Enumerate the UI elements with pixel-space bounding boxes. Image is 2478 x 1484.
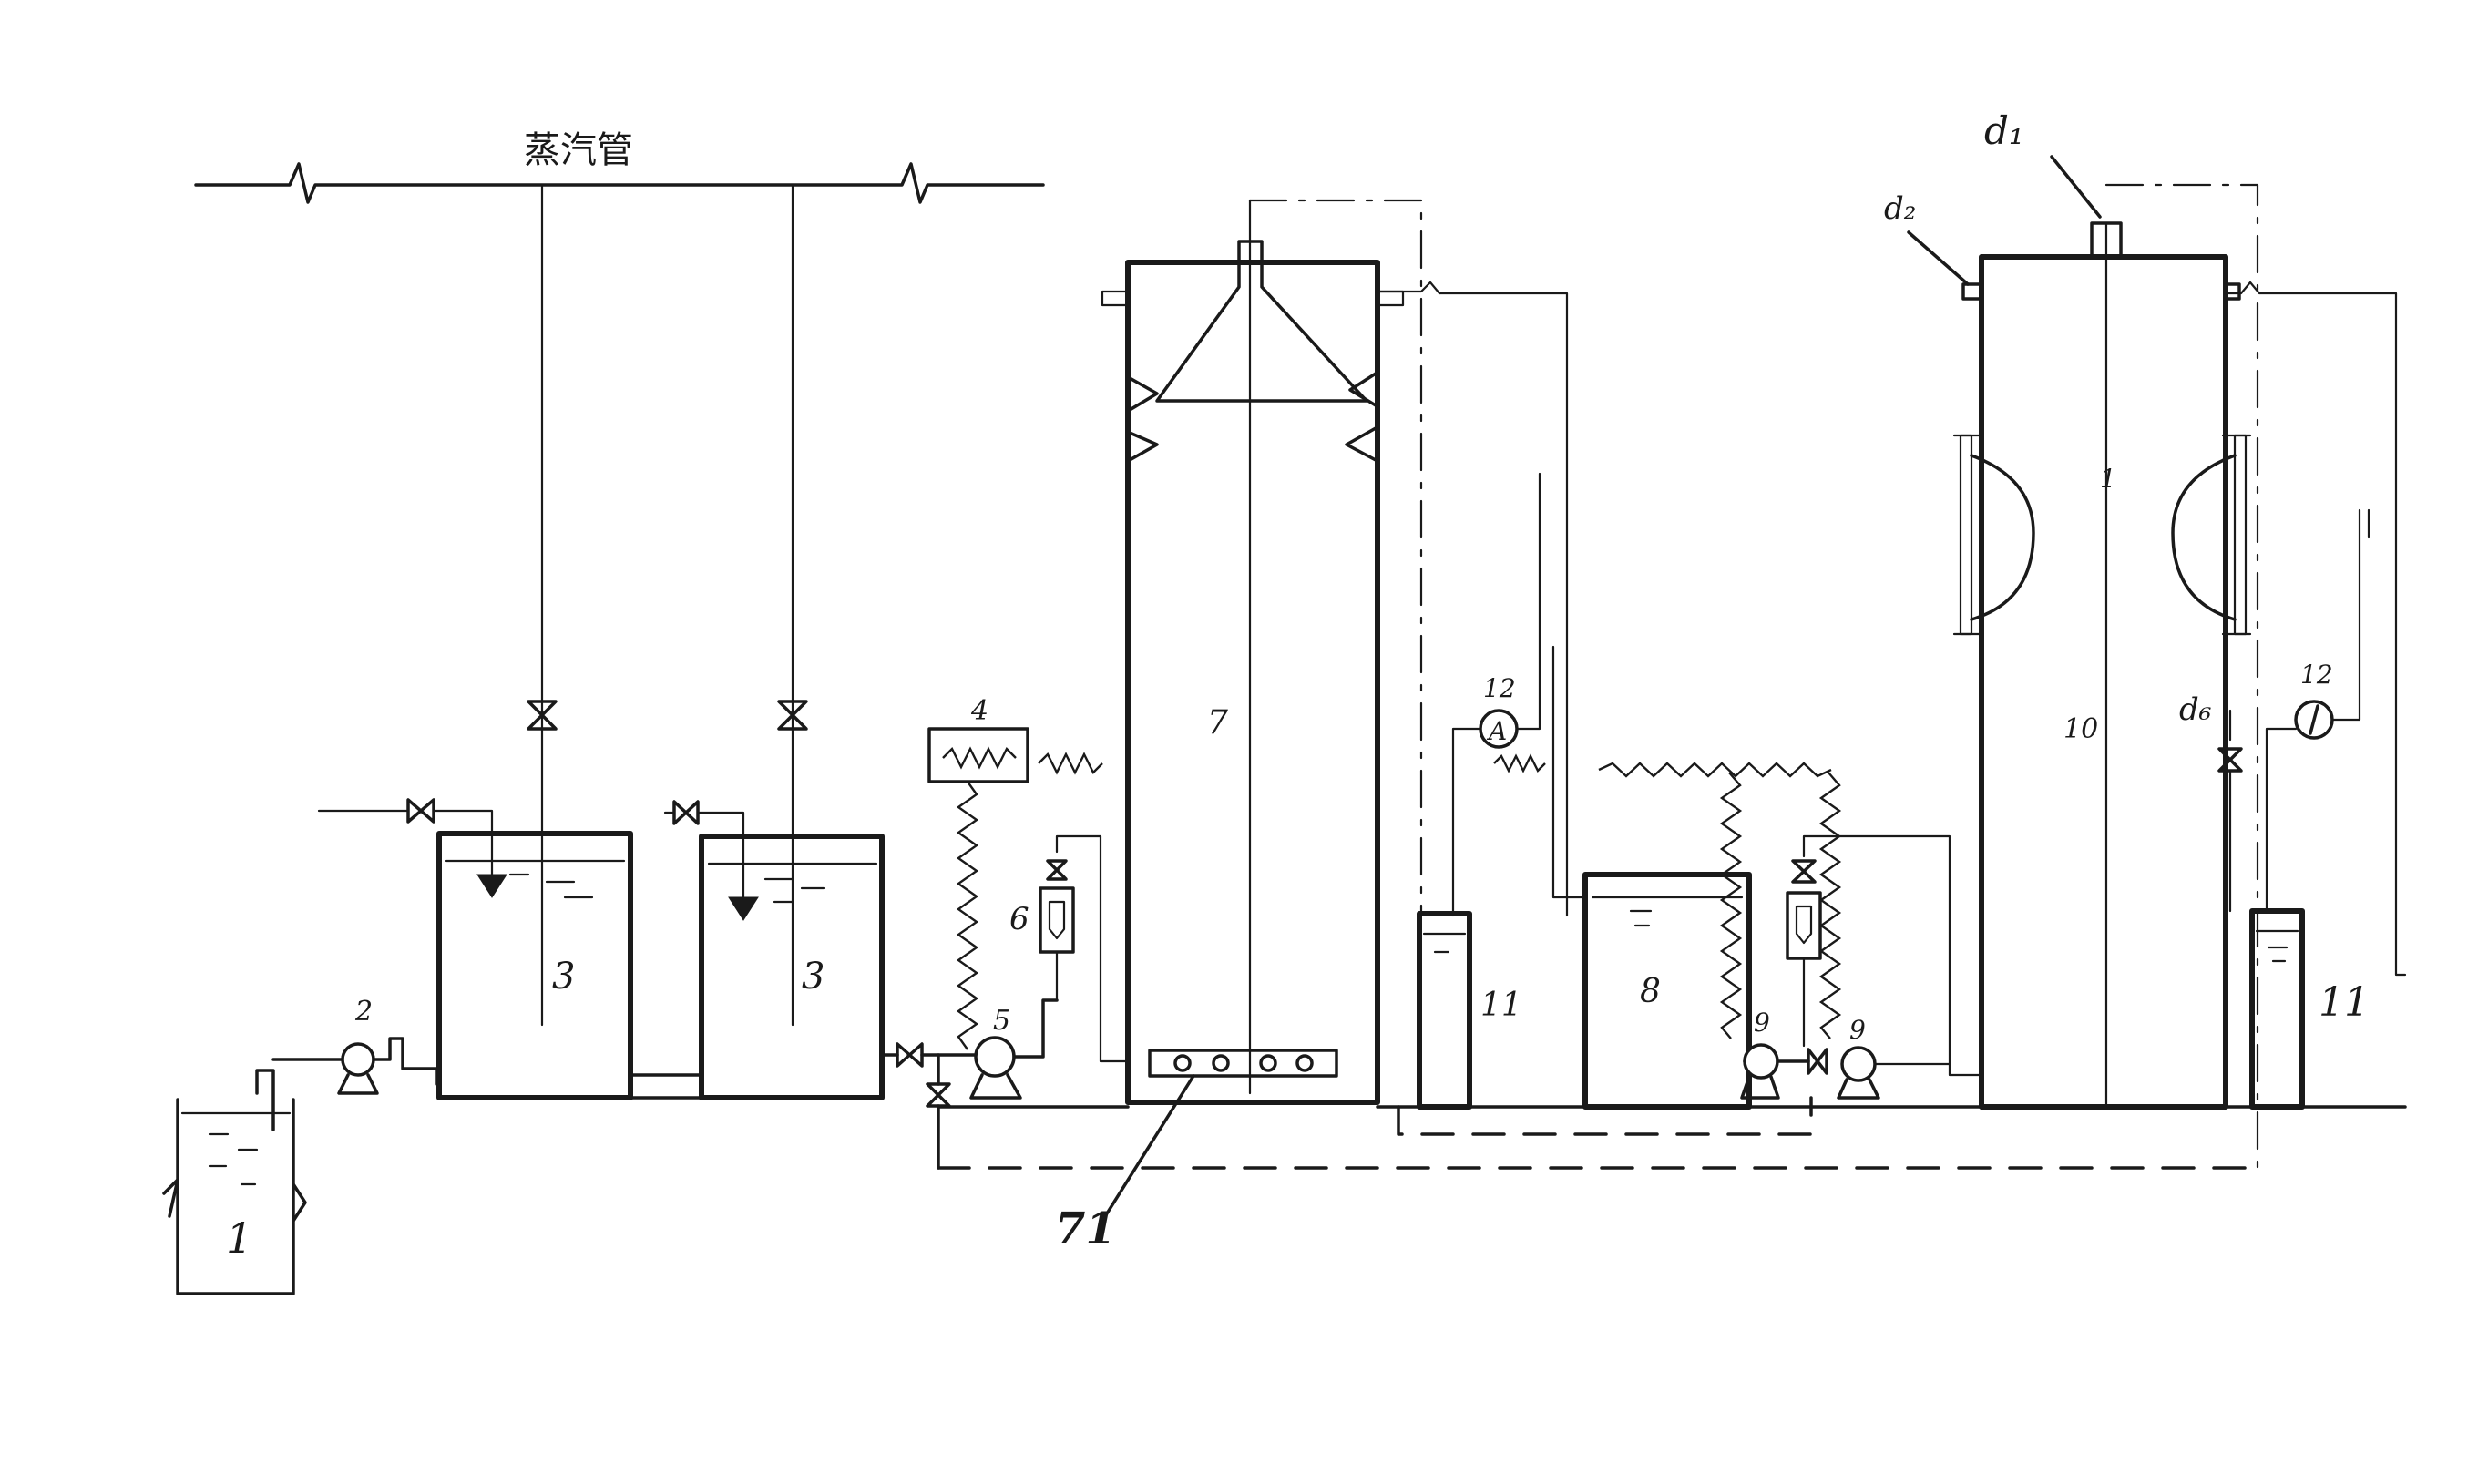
connector-a-b	[629, 1073, 703, 1100]
label-reactor-b-top: 1	[2100, 464, 2116, 494]
steam-pipe-label: 蒸汽管	[524, 129, 633, 171]
dashed-return-lines	[937, 1096, 2259, 1170]
collector-b: 11	[2249, 908, 2370, 1110]
transfer-pumps: 9 9	[1740, 1008, 1983, 1100]
collector-a-to-tank-8-line	[1551, 645, 1587, 899]
label-collector-b: 11	[2319, 979, 2370, 1026]
label-flowmeter: 6	[1009, 901, 1029, 937]
flowmeter: 6	[1009, 834, 1130, 1063]
label-port-side: d₂	[1884, 190, 1916, 227]
steam-tank-b: 3	[663, 183, 885, 1100]
label-tank-b: 3	[802, 956, 824, 998]
reactor-b-vent-line	[2104, 183, 2259, 1172]
label-pump-d: 9	[1849, 1015, 1866, 1045]
flowmeter-b	[1786, 834, 1951, 1066]
collector-a: A 12 11	[1376, 281, 1569, 1110]
label-main-pump: 5	[993, 1005, 1010, 1037]
raw-water-tank: 1	[162, 1069, 307, 1295]
steam-heater: 4	[927, 695, 1103, 1050]
steam-tank-a: 3	[317, 183, 633, 1100]
label-gauge-b: 12	[2300, 660, 2333, 690]
label-distributor: 71	[1055, 1203, 1116, 1254]
label-feed-pump: 2	[354, 996, 373, 1028]
steam-header-pipe: 蒸汽管	[194, 129, 1045, 204]
label-raw-tank: 1	[226, 1213, 252, 1263]
steam-coil-b	[1598, 762, 1842, 1039]
label-intermediate-tank: 8	[1640, 973, 1661, 1010]
label-port-lower: d₆	[2179, 691, 2211, 728]
intermediate-tank: 8	[1582, 872, 1752, 1110]
label-port-top: d₁	[1984, 108, 2024, 153]
label-heater: 4	[970, 695, 988, 727]
reactor-column-b: d₁ d₂ 1 10	[1884, 108, 2252, 1110]
label-collector-a: 11	[1480, 987, 1522, 1024]
label-gauge-a: 12	[1483, 673, 1516, 703]
label-reactor-b: 10	[2063, 713, 2098, 745]
gauge-a-letter: A	[1486, 716, 1507, 746]
feed-pump: 2	[271, 996, 439, 1095]
reactor-column-a: 7 71	[1055, 199, 1405, 1254]
main-pump-assembly: 5	[880, 998, 1059, 1170]
label-reactor-a: 7	[1207, 704, 1228, 742]
reactor-b-outlets: 12 d₆	[2179, 281, 2407, 977]
reactor-a-vent-line	[1248, 199, 1423, 917]
label-tank-a: 3	[552, 956, 575, 998]
label-pump-c: 9	[1754, 1008, 1770, 1038]
